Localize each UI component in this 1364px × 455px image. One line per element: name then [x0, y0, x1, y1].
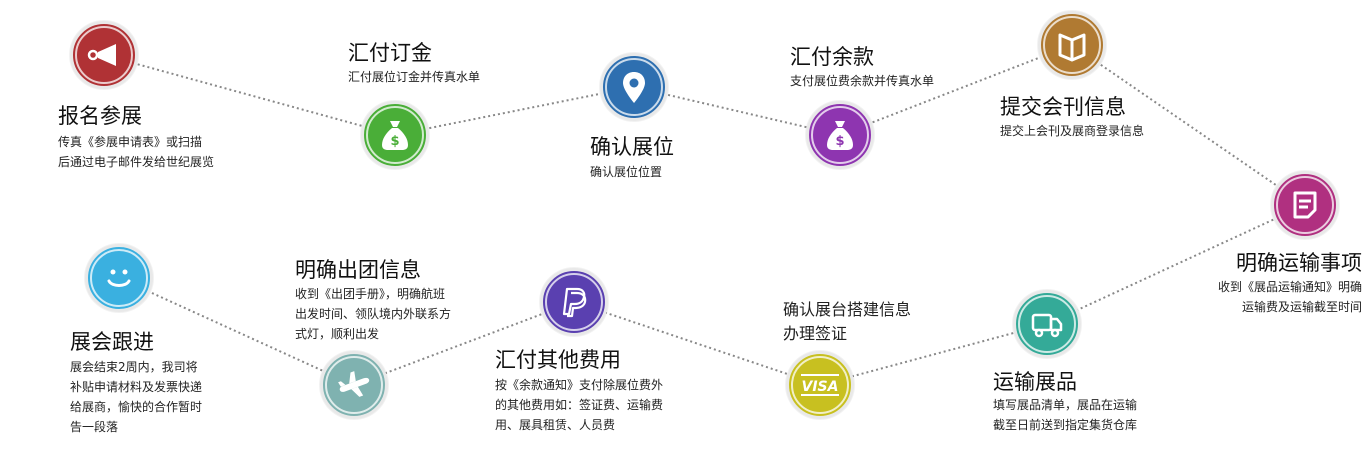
step-3-node — [600, 53, 668, 121]
desc-line: 收到《出团手册》，明确航班 — [295, 287, 446, 301]
step-1-title: 报名参展 — [58, 104, 142, 128]
desc-line: 出发时间、领队境内外联系方 — [295, 307, 452, 321]
connector — [819, 323, 1048, 386]
smiley-icon — [107, 269, 131, 287]
step-11-title: 展会跟进 — [70, 330, 154, 354]
step-7-desc: 填写展品清单，展品在运输截至日前送到指定集货仓库 — [993, 395, 1137, 435]
step-11-node — [85, 244, 153, 312]
step-7-node — [1013, 290, 1081, 358]
desc-line: 支付展位费余款并传真水单 — [790, 74, 935, 88]
money-bag-icon: $ — [382, 121, 408, 150]
airplane-icon — [338, 371, 370, 397]
step-6-desc: 收到《展品运输通知》明确运输费及运输截至时间 — [1218, 277, 1362, 317]
note-icon — [1293, 191, 1317, 219]
step-2-title: 汇付订金 — [348, 41, 432, 65]
connector — [394, 86, 635, 136]
megaphone-icon — [87, 44, 116, 66]
book-icon — [1058, 33, 1086, 62]
desc-line: 给展商，愉快的合作暂时 — [70, 400, 203, 414]
connector — [1046, 204, 1306, 325]
svg-text:$: $ — [390, 134, 399, 149]
step-8-desc: 确认展台搭建信息办理签证 — [783, 298, 911, 346]
desc-line: 后通过电子邮件发给世纪展览 — [58, 155, 215, 169]
step-2-desc: 汇付展位订金并传真水单 — [348, 67, 480, 87]
step-11-desc: 展会结束2周内，我司将补贴申请材料及发票快递给展商，愉快的合作暂时告一段落 — [70, 357, 202, 437]
step-10-node — [320, 351, 388, 419]
step-5-title: 提交会刊信息 — [1000, 95, 1126, 119]
desc-line: 确认展台搭建信息 — [783, 300, 912, 319]
desc-line: 运输费及运输截至时间 — [1241, 300, 1362, 314]
connector — [103, 54, 396, 136]
step-10-title: 明确出团信息 — [295, 258, 421, 282]
step-5-node — [1038, 11, 1106, 79]
desc-line: 填写展品清单，展品在运输 — [993, 398, 1138, 412]
paypal-icon — [562, 287, 587, 318]
step-3-title: 确认展位 — [590, 135, 674, 159]
desc-line: 的其他费用如：签证费、运输费 — [495, 398, 664, 412]
connector — [839, 44, 1073, 136]
desc-line: 办理签证 — [783, 324, 848, 343]
step-3-desc: 确认展位位置 — [590, 162, 662, 182]
desc-line: 汇付展位订金并传真水单 — [348, 70, 481, 84]
connector — [353, 301, 575, 386]
desc-line: 补贴申请材料及发票快递 — [70, 380, 203, 394]
step-1-node — [70, 21, 138, 89]
step-10-desc: 收到《出团手册》，明确航班出发时间、领队境内外联系方式灯，顺利出发 — [295, 284, 451, 344]
visa-icon: VISA — [801, 374, 839, 396]
svg-text:VISA: VISA — [802, 379, 839, 395]
step-7-title: 运输展品 — [993, 370, 1077, 394]
desc-line: 收到《展品运输通知》明确 — [1217, 280, 1362, 294]
step-9-node — [540, 268, 608, 336]
step-1-desc: 传真《参展申请表》或扫描后通过电子邮件发给世纪展览 — [58, 132, 214, 172]
desc-line: 截至日前送到指定集货仓库 — [993, 418, 1138, 432]
step-9-title: 汇付其他费用 — [495, 348, 621, 372]
connector — [1071, 44, 1306, 206]
step-6-node — [1271, 171, 1339, 239]
step-4-desc: 支付展位费余款并传真水单 — [790, 71, 934, 91]
desc-line: 用、展具租赁、人员费 — [495, 418, 616, 432]
step-5-desc: 提交上会刊及展商登录信息 — [1000, 121, 1144, 141]
money-bag-icon: $ — [827, 121, 853, 150]
desc-line: 告一段落 — [70, 420, 119, 434]
connector — [633, 86, 841, 136]
desc-line: 展会结束2周内，我司将 — [70, 360, 198, 374]
step-2-node: $ — [361, 101, 429, 169]
desc-line: 式灯，顺利出发 — [295, 327, 380, 341]
desc-line: 传真《参展申请表》或扫描 — [58, 135, 203, 149]
desc-line: 确认展位位置 — [590, 165, 663, 179]
step-8-node: VISA — [786, 351, 854, 419]
step-4-title: 汇付余款 — [790, 45, 874, 69]
step-4-node: $ — [806, 101, 874, 169]
connector — [573, 301, 821, 386]
desc-line: 提交上会刊及展商登录信息 — [1000, 124, 1145, 138]
location-pin-icon — [623, 72, 645, 103]
step-9-desc: 按《余款通知》支付除展位费外的其他费用如：签证费、运输费用、展具租赁、人员费 — [495, 375, 663, 435]
step-6-title: 明确运输事项 — [1236, 251, 1362, 275]
svg-text:$: $ — [835, 134, 844, 149]
desc-line: 按《余款通知》支付除展位费外 — [495, 378, 664, 392]
connector — [118, 277, 355, 386]
truck-icon — [1031, 313, 1063, 338]
